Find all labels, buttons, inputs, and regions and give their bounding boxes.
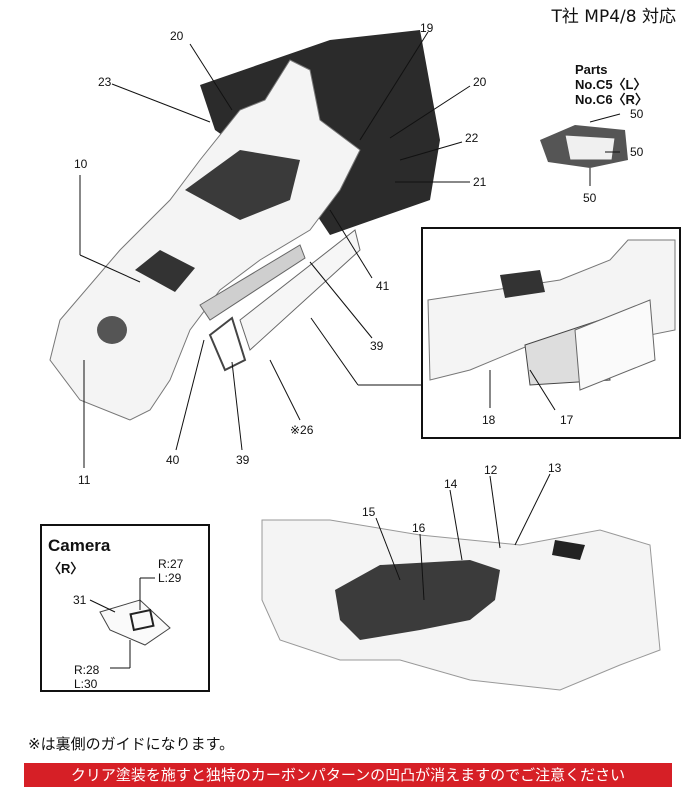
side-panel-illustration [239, 229, 361, 351]
label-50b: 50 [630, 145, 644, 159]
inset-dark-illustration [500, 270, 545, 298]
inset-chassis-illustration [427, 239, 676, 381]
label-14: 14 [444, 477, 458, 491]
label-50a: 50 [630, 107, 644, 121]
parts-heading: Parts [575, 62, 608, 77]
cockpit-detail-opening [335, 560, 500, 640]
camera-box: Camera 〈R〉 [40, 524, 210, 692]
camera-part-illustration [99, 599, 171, 646]
label-18: 18 [482, 413, 496, 427]
label-20a: 20 [170, 29, 184, 43]
label-20b: 20 [473, 75, 487, 89]
inset-detail-frame [421, 227, 681, 439]
label-40: 40 [166, 453, 180, 467]
label-17: 17 [560, 413, 574, 427]
label-16: 16 [412, 521, 426, 535]
label-23: 23 [98, 75, 112, 89]
label-26: ※26 [290, 423, 314, 437]
parts-label: Parts No.C5〈L〉 No.C6〈R〉 [575, 62, 648, 107]
label-l29: L:29 [158, 571, 182, 585]
label-15: 15 [362, 505, 376, 519]
label-19: 19 [420, 21, 434, 35]
label-r28: R:28 [74, 663, 100, 677]
label-l30: L:30 [74, 677, 98, 691]
monocoque-illustration [49, 59, 361, 421]
label-13: 13 [548, 461, 562, 475]
parts-c5: No.C5〈L〉 [575, 77, 647, 92]
inset-panel-illustration [574, 299, 656, 391]
label-41: 41 [376, 279, 390, 293]
cockpit-opening-illustration [185, 150, 300, 220]
warning-bar: クリア塗装を施すと独特のカーボンパターンの凹凸が消えますのでご注意ください [24, 763, 672, 787]
page-title: T社 MP4/8 対応 [551, 7, 676, 27]
hatch-illustration [135, 250, 195, 292]
camera-part-inner [129, 608, 155, 632]
label-50c: 50 [583, 191, 597, 205]
strut-illustration [208, 316, 247, 372]
label-39a: 39 [370, 339, 384, 353]
label-21: 21 [473, 175, 487, 189]
camera-side: 〈R〉 [48, 561, 84, 576]
label-11: 11 [78, 473, 91, 487]
hole-illustration [97, 316, 127, 344]
label-r27: R:27 [158, 557, 184, 571]
parts-c6: No.C6〈R〉 [575, 92, 648, 107]
label-10: 10 [74, 157, 88, 171]
side-floor-illustration [199, 244, 306, 321]
label-12: 12 [484, 463, 498, 477]
label-22: 22 [465, 131, 479, 145]
cockpit-detail-dark-bit [552, 540, 585, 560]
parts-c5-face [564, 134, 616, 161]
label-31: 31 [73, 593, 87, 607]
label-39b: 39 [236, 453, 250, 467]
footer-note: ※は裏側のガイドになります。 [28, 735, 235, 753]
camera-title: Camera [48, 536, 111, 555]
